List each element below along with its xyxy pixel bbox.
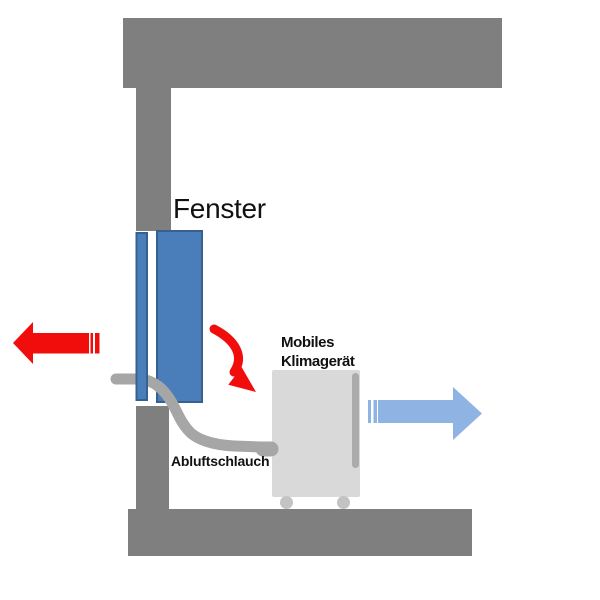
exhaust-hose [110, 373, 268, 453]
window-label: Fenster [173, 193, 266, 224]
cool-air-out-arrow-icon [368, 387, 482, 440]
window-sash [135, 232, 148, 401]
ac-unit [272, 370, 360, 497]
ac-unit-label-line2: Klimagerät [281, 353, 355, 370]
ac-unit-label-line1: Mobiles [281, 334, 335, 351]
ac-unit-label: Mobiles Klimagerät [281, 333, 355, 371]
hose-label: Abluftschlauch [171, 453, 270, 469]
ac-wheel-right [337, 496, 350, 509]
room-floor [128, 509, 472, 556]
room-wall-upper [136, 88, 171, 231]
exhaust-flow-curved-arrow-icon [209, 324, 256, 392]
room-ceiling [123, 18, 502, 88]
ac-wheel-left [280, 496, 293, 509]
window-pane [156, 230, 203, 403]
room-wall-lower [136, 406, 169, 509]
ac-unit-side-panel [352, 373, 359, 468]
warm-air-out-arrow-icon [13, 322, 100, 364]
